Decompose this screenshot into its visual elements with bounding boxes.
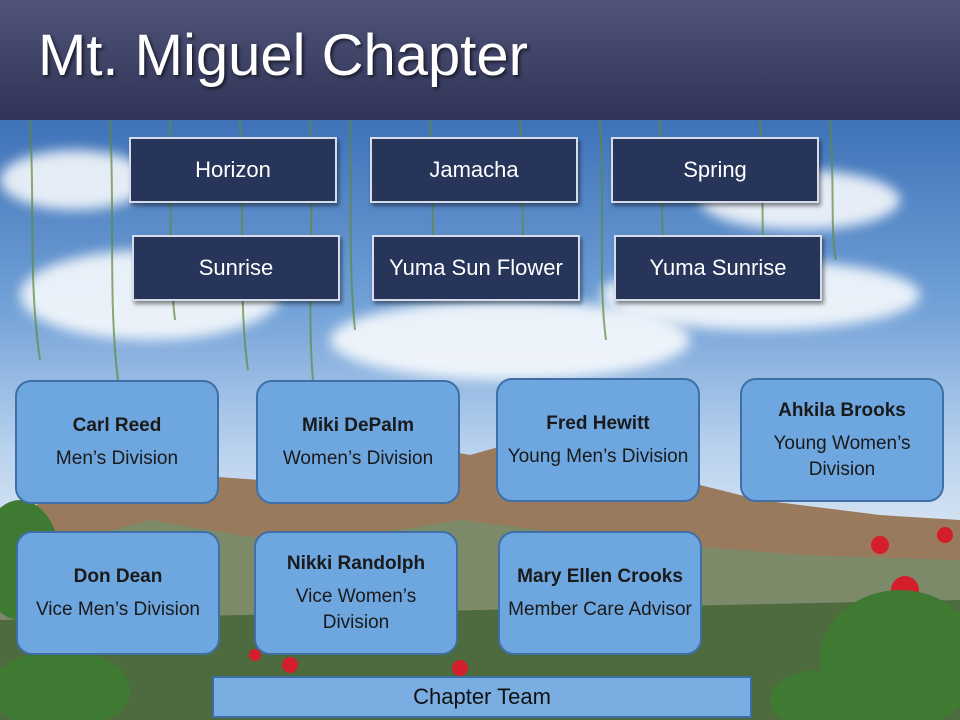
leader-role: Young Women’s Division (773, 432, 911, 480)
leader-card: Nikki Randolph Vice Women’s Division (254, 531, 458, 655)
leader-card: Miki DePalm Women’s Division (256, 380, 460, 504)
leader-role: Men’s Division (55, 447, 179, 469)
leader-card: Mary Ellen Crooks Member Care Advisor (498, 531, 702, 655)
leader-name: Nikki Randolph (286, 552, 426, 574)
leader-name: Mary Ellen Crooks (517, 565, 683, 587)
chapter-team-label: Chapter Team (212, 676, 752, 718)
leader-name: Fred Hewitt (546, 412, 650, 434)
leader-card: Fred Hewitt Young Men’s Division (496, 378, 700, 502)
district-yuma-sunrise: Yuma Sunrise (614, 235, 822, 301)
leader-name: Miki DePalm (302, 414, 414, 436)
leader-name: Carl Reed (72, 414, 162, 436)
leader-name: Ahkila Brooks (778, 399, 906, 421)
leader-role: Young Men’s Division (507, 445, 689, 467)
leader-card: Don Dean Vice Men’s Division (16, 531, 220, 655)
district-jamacha: Jamacha (370, 137, 578, 203)
district-horizon: Horizon (129, 137, 337, 203)
district-spring: Spring (611, 137, 819, 203)
leader-role: Vice Women’s Division (295, 585, 417, 633)
leader-role: Member Care Advisor (508, 598, 692, 620)
leader-role: Vice Men’s Division (35, 598, 201, 620)
cloud (0, 150, 150, 210)
district-sunrise: Sunrise (132, 235, 340, 301)
title-bar: Mt. Miguel Chapter (0, 0, 960, 120)
district-yuma-sun-flower: Yuma Sun Flower (372, 235, 580, 301)
leader-card: Carl Reed Men’s Division (15, 380, 219, 504)
leader-role: Women’s Division (282, 447, 434, 469)
leader-name: Don Dean (73, 565, 163, 587)
page-title: Mt. Miguel Chapter (38, 23, 528, 88)
leader-card: Ahkila Brooks Young Women’s Division (740, 378, 944, 502)
